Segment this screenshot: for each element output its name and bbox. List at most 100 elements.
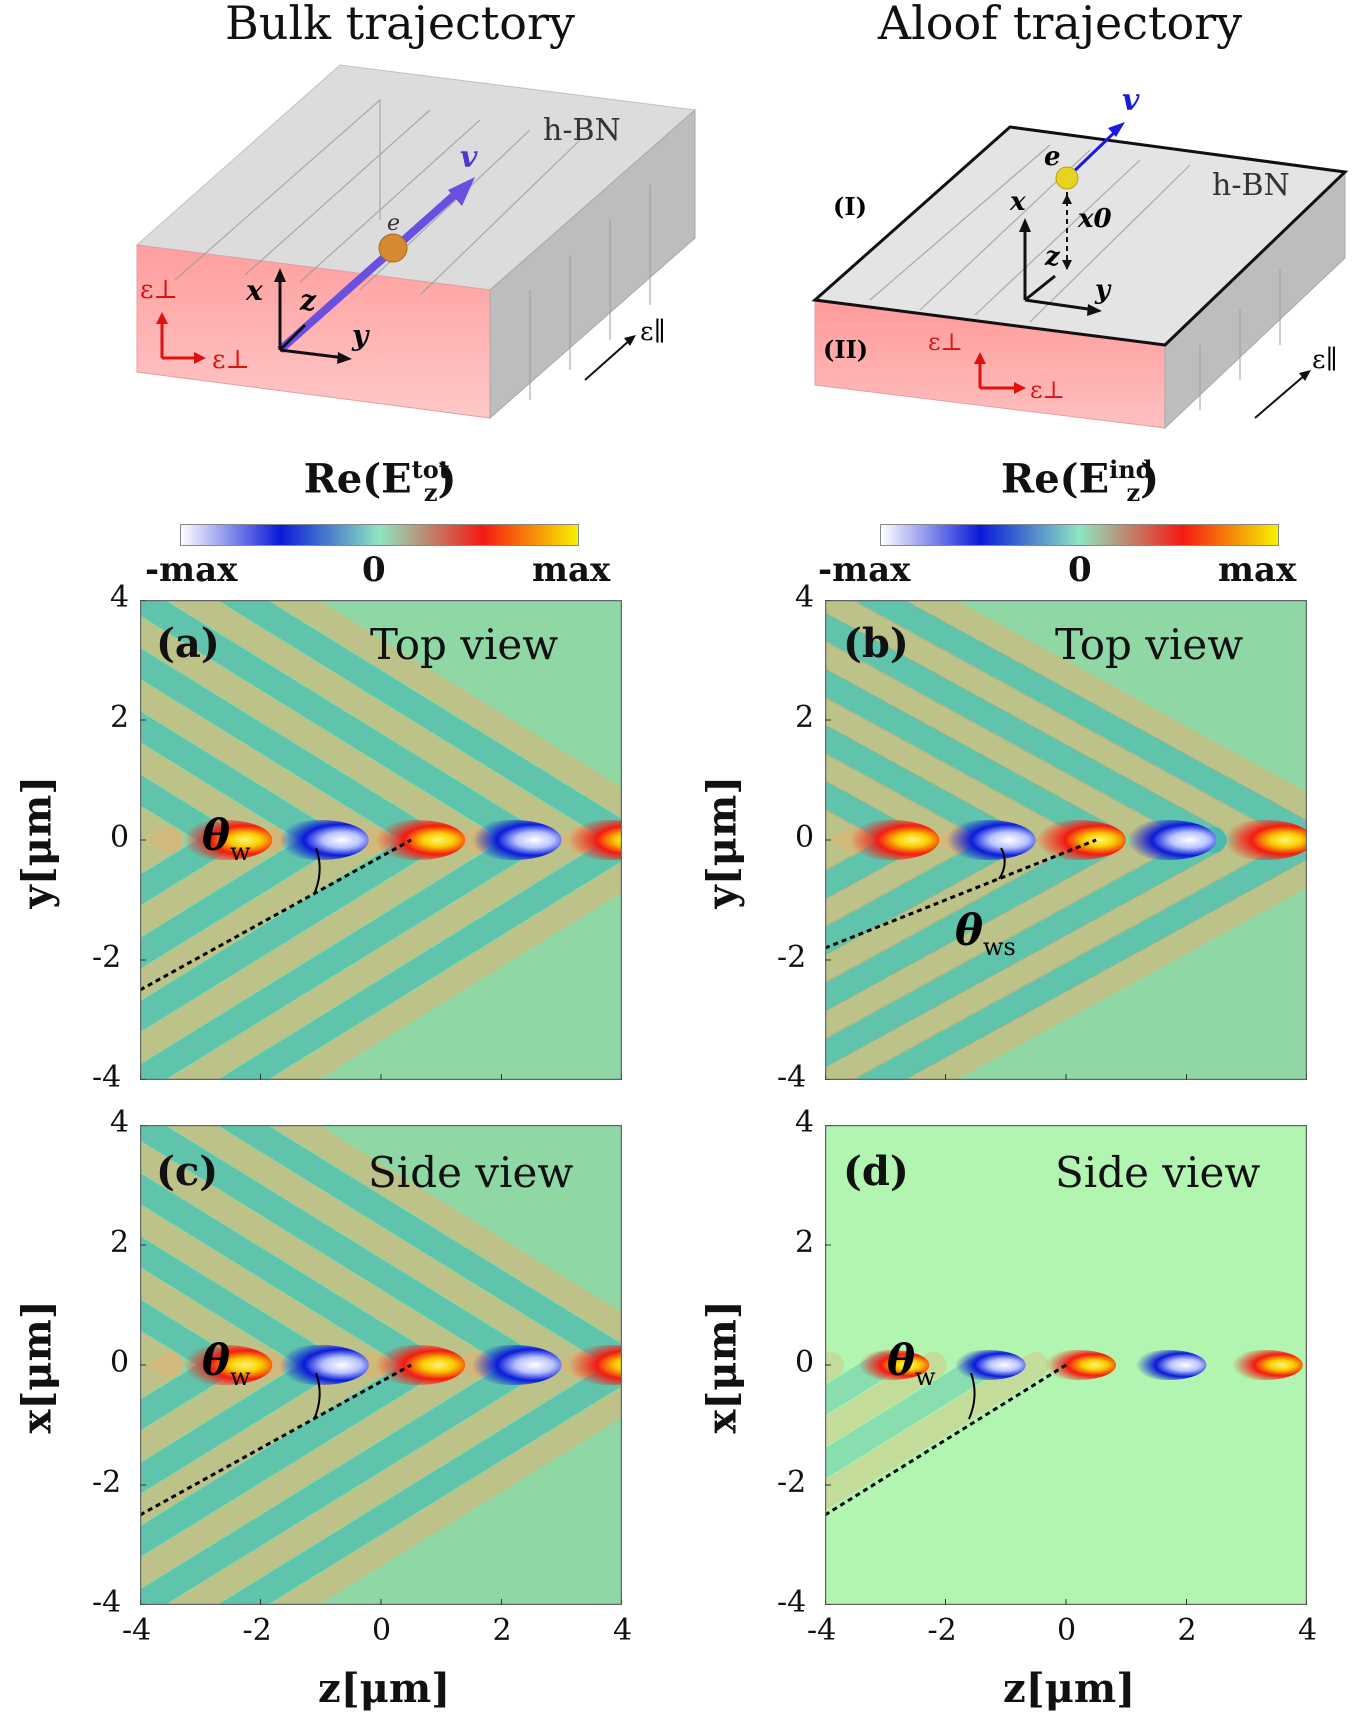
bulk-eps-parallel: ε∥ bbox=[640, 317, 665, 347]
wake-stripe bbox=[140, 827, 542, 1080]
aloof-x0-label: x0 bbox=[1077, 204, 1112, 234]
wake-stripe bbox=[825, 1352, 1049, 1511]
negative-lobe bbox=[465, 1345, 562, 1385]
aloof-axis-y: y bbox=[1094, 275, 1112, 305]
bulk-eps-perp-vertical: ε⊥ bbox=[140, 275, 178, 305]
positive-lobe bbox=[561, 1345, 622, 1385]
angle-arc bbox=[313, 847, 321, 895]
y-tick-label: 2 bbox=[110, 1225, 130, 1260]
wake-stripe bbox=[825, 827, 1125, 1012]
wake-stripe bbox=[140, 1352, 440, 1557]
colorbar-right-min: -max bbox=[818, 550, 911, 590]
colorbar-right-title: Re(Eindz) bbox=[1000, 455, 1160, 508]
x-axis-label-c: z[μm] bbox=[318, 1665, 451, 1712]
y-axis-label-a: y[μm] bbox=[13, 775, 61, 909]
negative-lobe bbox=[272, 1345, 369, 1385]
y-tick-label: -2 bbox=[92, 1465, 122, 1500]
colorbar-left bbox=[180, 524, 579, 546]
wake-stripe bbox=[825, 827, 1278, 1080]
aloof-electron-label: e bbox=[1044, 142, 1061, 172]
bulk-axis-x: x bbox=[245, 274, 263, 307]
colorbar-right bbox=[880, 524, 1279, 546]
panel-d-view: Side view bbox=[1055, 1148, 1261, 1197]
wake-stripe bbox=[140, 1267, 286, 1378]
y-tick-label: 0 bbox=[110, 820, 130, 855]
wake-stripe bbox=[140, 648, 440, 853]
negative-lobe bbox=[465, 820, 562, 860]
heatmap-panel-a: θw bbox=[140, 600, 622, 1080]
colorbar-right-mid: 0 bbox=[1068, 550, 1092, 590]
wake-stripe bbox=[140, 600, 542, 853]
angle-arc bbox=[998, 847, 1006, 880]
negative-lobe bbox=[949, 1350, 1026, 1380]
y-axis-label-d: x[μm] bbox=[698, 1300, 746, 1434]
aloof-region-I: (I) bbox=[833, 192, 867, 221]
y-tick-label: 0 bbox=[795, 820, 815, 855]
wake-stripe bbox=[825, 827, 1022, 956]
wake-stripe bbox=[140, 1141, 491, 1378]
aloof-velocity-label: v bbox=[1122, 83, 1140, 118]
panel-c-view: Side view bbox=[368, 1148, 574, 1197]
wake-stripe bbox=[825, 600, 1278, 853]
wake-stripe bbox=[217, 1355, 622, 1605]
x-axis-label-d: z[μm] bbox=[1003, 1665, 1136, 1712]
wake-stripe bbox=[140, 1352, 388, 1526]
wake-stripe bbox=[825, 827, 1073, 984]
y-tick-label: 0 bbox=[110, 1345, 130, 1380]
y-axis-label-b: y[μm] bbox=[698, 775, 746, 909]
positive-lobe bbox=[1216, 820, 1307, 860]
aloof-material-label: h-BN bbox=[1212, 168, 1290, 203]
wake-stripe bbox=[140, 827, 440, 1032]
bulk-axis-y: y bbox=[351, 319, 370, 352]
aloof-schematic: v e h-BN x0 x z y (I) (II) ε⊥ ε⊥ ε∥ bbox=[811, 83, 1349, 430]
bulk-velocity-label: v bbox=[460, 140, 478, 175]
panel-d-label: (d) bbox=[843, 1148, 909, 1195]
wake-stripe bbox=[217, 1125, 622, 1375]
positive-lobe bbox=[853, 1350, 930, 1380]
y-tick-label: 2 bbox=[110, 700, 130, 735]
wake-stripe bbox=[166, 1125, 593, 1378]
colorbar-left-min: -max bbox=[145, 550, 238, 590]
colorbar-left-max: max bbox=[532, 550, 611, 590]
x-tick-label: -2 bbox=[927, 1613, 957, 1648]
positive-lobe bbox=[1226, 1350, 1303, 1380]
y-tick-label: 0 bbox=[795, 1345, 815, 1380]
wake-stripe bbox=[140, 1352, 337, 1494]
wake-stripe bbox=[140, 1125, 542, 1378]
wake-angle-line bbox=[140, 838, 412, 992]
wake-stripe bbox=[850, 600, 1307, 850]
panel-c-label: (c) bbox=[156, 1148, 219, 1195]
wake-stripe bbox=[217, 830, 622, 1080]
wake-stripe bbox=[825, 696, 1073, 853]
wake-stripe bbox=[166, 827, 593, 1080]
bulk-material-label: h-BN bbox=[543, 113, 621, 148]
aloof-axis-x: x bbox=[1009, 187, 1026, 217]
wake-stripe bbox=[825, 752, 971, 853]
wake-stripe bbox=[825, 668, 1125, 853]
bulk-electron-icon bbox=[378, 233, 408, 263]
wake-stripe bbox=[140, 1352, 286, 1463]
x-tick-label: -4 bbox=[122, 1613, 152, 1648]
wake-stripe bbox=[140, 1236, 337, 1378]
x-tick-label: 4 bbox=[1298, 1613, 1318, 1648]
positive-lobe bbox=[1030, 820, 1127, 860]
y-tick-label: -2 bbox=[777, 940, 807, 975]
angle-arc bbox=[313, 1372, 321, 1420]
y-tick-label: 4 bbox=[110, 1105, 130, 1140]
wake-angle-line bbox=[825, 838, 1097, 950]
x-tick-label: 0 bbox=[1057, 1613, 1077, 1648]
wake-stripe bbox=[140, 1352, 542, 1605]
colorbar-right-max: max bbox=[1218, 550, 1297, 590]
bulk-electron-label: e bbox=[387, 211, 400, 236]
wake-stripe bbox=[268, 861, 622, 1080]
wake-stripe bbox=[268, 1125, 622, 1344]
wake-angle-line bbox=[140, 1363, 412, 1517]
bulk-axis-z: z bbox=[299, 284, 317, 317]
wake-stripe bbox=[268, 1386, 622, 1605]
y-tick-label: -4 bbox=[777, 1585, 807, 1620]
wake-stripe bbox=[902, 858, 1307, 1080]
x-tick-label: 2 bbox=[1177, 1613, 1197, 1648]
x-tick-label: 0 bbox=[372, 1613, 392, 1648]
wake-stripe bbox=[825, 724, 1022, 853]
wake-stripe bbox=[825, 827, 1227, 1068]
